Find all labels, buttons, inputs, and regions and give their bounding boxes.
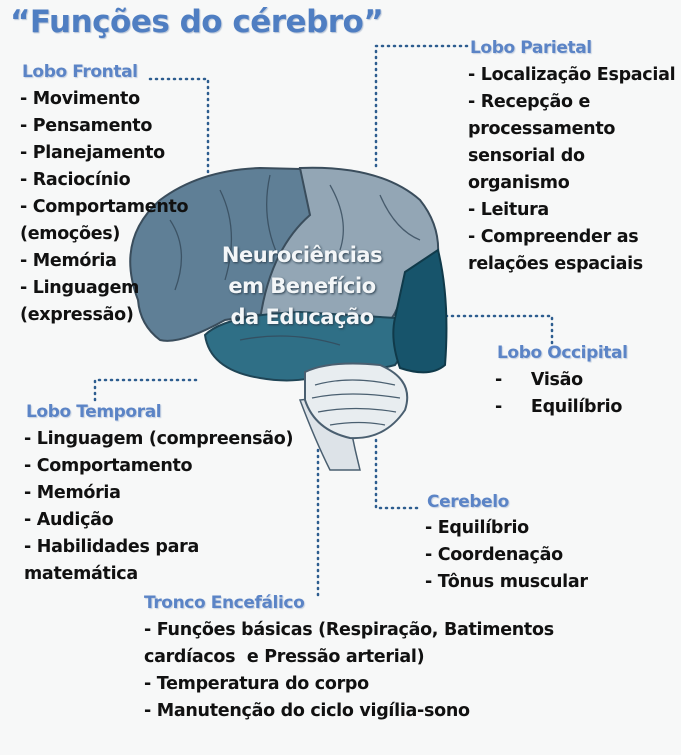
- list-item: - Planejamento: [20, 143, 165, 163]
- list-item: - Memória: [24, 483, 121, 503]
- list-item: (emoções): [20, 224, 121, 244]
- list-item: sensorial do: [468, 146, 585, 166]
- list-item: organismo: [468, 173, 570, 193]
- list-item: - Tônus muscular: [425, 572, 588, 592]
- list-item: - Audição: [24, 510, 114, 530]
- center-caption: Neurociências em Benefício da Educação: [212, 240, 392, 333]
- list-item: - Recepção e: [468, 92, 591, 112]
- cerebelo-list: - Equilíbrio - Coordenação - Tônus muscu…: [425, 515, 588, 596]
- list-item: processamento: [468, 119, 616, 139]
- connector-dots: [93, 44, 554, 600]
- list-item: - Temperatura do corpo: [144, 674, 369, 694]
- frontal-list: - Movimento - Pensamento - Planejamento …: [20, 86, 189, 329]
- parietal-heading: Lobo Parietal: [470, 38, 592, 58]
- list-item: - Raciocínio: [20, 170, 131, 190]
- list-item: - Linguagem: [20, 278, 140, 298]
- occipital-list: - Visão - Equilíbrio: [495, 367, 622, 421]
- frontal-heading: Lobo Frontal: [22, 62, 138, 82]
- tronco-heading: Tronco Encefálico: [144, 593, 305, 613]
- occipital-heading: Lobo Occipital: [497, 343, 628, 363]
- page-title: “Funções do cérebro”: [10, 4, 384, 40]
- list-item: - Pensamento: [20, 116, 153, 136]
- list-item: - Equilíbrio: [495, 397, 623, 417]
- center-line: Neurociências: [221, 243, 383, 267]
- list-item: - Leitura: [468, 200, 549, 220]
- center-line: da Educação: [230, 305, 374, 329]
- list-item: - Habilidades para: [24, 537, 199, 557]
- list-item: - Memória: [20, 251, 117, 271]
- list-item: matemática: [24, 564, 138, 584]
- list-item: - Funções básicas (Respiração, Batimento…: [144, 620, 554, 640]
- list-item: - Compreender as: [468, 227, 639, 247]
- tronco-list: - Funções básicas (Respiração, Batimento…: [144, 617, 554, 725]
- list-item: - Comportamento: [24, 456, 193, 476]
- parietal-list: - Localização Espacial - Recepção e proc…: [468, 62, 676, 278]
- list-item: - Visão: [495, 370, 583, 390]
- list-item: - Movimento: [20, 89, 140, 109]
- cerebelo-heading: Cerebelo: [427, 492, 509, 512]
- list-item: cardíacos e Pressão arterial): [144, 647, 425, 667]
- list-item: - Equilíbrio: [425, 518, 529, 538]
- list-item: - Manutenção do ciclo vigília-sono: [144, 701, 470, 721]
- temporal-heading: Lobo Temporal: [26, 402, 162, 422]
- list-item: - Localização Espacial: [468, 65, 676, 85]
- list-item: - Coordenação: [425, 545, 563, 565]
- list-item: - Linguagem (compreensão): [24, 429, 294, 449]
- list-item: - Comportamento: [20, 197, 189, 217]
- temporal-list: - Linguagem (compreensão) - Comportament…: [24, 426, 294, 588]
- center-line: em Benefício: [228, 274, 376, 298]
- list-item: (expressão): [20, 305, 134, 325]
- list-item: relações espaciais: [468, 254, 643, 274]
- occipital-lobe: [392, 248, 448, 374]
